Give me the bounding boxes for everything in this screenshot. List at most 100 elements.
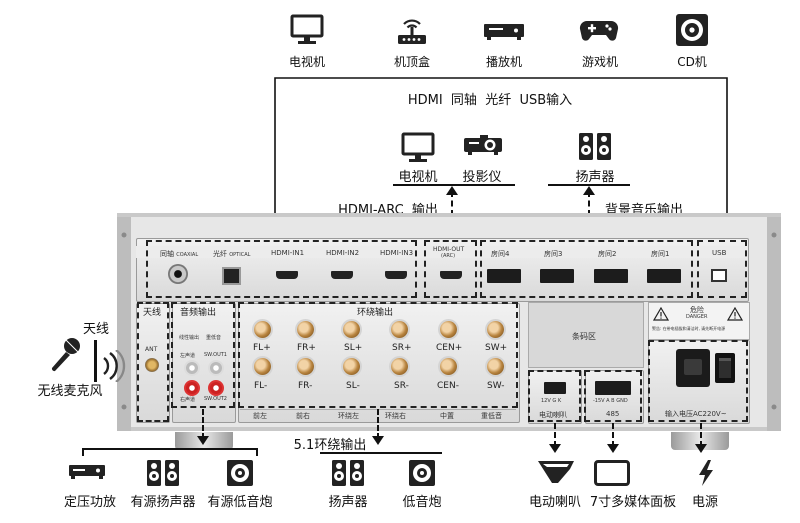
hdmi-in1-port[interactable] bbox=[276, 271, 298, 279]
label-fl-plus: FL+ bbox=[253, 343, 271, 353]
name-surround-left: 环绕左 bbox=[338, 412, 359, 420]
bottom-label-speaker: 扬声器 bbox=[328, 495, 368, 510]
coax-label: 同轴 COAXIAL bbox=[160, 250, 199, 258]
post-sw-plus[interactable] bbox=[487, 321, 504, 338]
warning-label bbox=[648, 302, 750, 340]
warning-triangle-icon bbox=[727, 307, 743, 321]
hdmi-out-label: HDMI-OUT bbox=[433, 246, 465, 253]
amplifier-icon bbox=[69, 465, 105, 479]
room2-terminal[interactable] bbox=[594, 269, 628, 283]
post-fr-plus[interactable] bbox=[297, 321, 314, 338]
output-label-speaker: 扬声器 bbox=[575, 170, 615, 185]
subwoofer-icon bbox=[409, 460, 435, 486]
post-sw-minus[interactable] bbox=[487, 358, 504, 375]
audio-sub-sw: 重低音 bbox=[206, 335, 222, 341]
usb-box bbox=[697, 240, 747, 298]
bottom-label-horn: 电动喇叭 bbox=[528, 495, 581, 510]
name-center: 中置 bbox=[440, 412, 454, 420]
horn-icon bbox=[538, 461, 574, 483]
horn-box-label: 电动喇叭 bbox=[539, 411, 567, 419]
label-sr-minus: SR- bbox=[394, 381, 409, 391]
input-group-box bbox=[146, 240, 417, 298]
source-label-cd: CD机 bbox=[677, 55, 707, 69]
hdmi-out-port[interactable] bbox=[440, 271, 462, 279]
room1-label: 房间1 bbox=[651, 250, 670, 258]
rs485-arrow bbox=[612, 423, 614, 447]
rca-right[interactable] bbox=[184, 380, 200, 396]
hdmi-in3-port[interactable] bbox=[385, 271, 407, 279]
source-label-settop: 机顶盒 bbox=[393, 55, 430, 69]
name-front-left: 前左 bbox=[253, 412, 267, 420]
label-cen-plus: CEN+ bbox=[436, 343, 463, 353]
surround-caption: 5.1环绕输出 bbox=[293, 438, 367, 453]
label-fr-minus: FR- bbox=[298, 381, 313, 391]
audio-out-bracket-l bbox=[82, 448, 84, 456]
top-label-row bbox=[136, 246, 747, 258]
rs485-arrowhead bbox=[607, 444, 619, 453]
hdmi-out-arc-label: (ARC) bbox=[441, 253, 456, 259]
audio-sub-swout2: SW.OUT2 bbox=[204, 396, 227, 402]
rca-sw1[interactable] bbox=[208, 360, 224, 376]
power-arrow bbox=[700, 423, 702, 447]
optical-label: 光纤 OPTICAL bbox=[213, 250, 251, 258]
room3-label: 房间3 bbox=[544, 250, 563, 258]
antenna-box-label: 天线 bbox=[143, 308, 162, 318]
audio-out-arrow bbox=[202, 409, 204, 439]
barcode-label: 条码区 bbox=[572, 332, 596, 341]
post-sl-minus[interactable] bbox=[343, 358, 360, 375]
usb-port[interactable] bbox=[711, 269, 727, 282]
warning-text: 警告: 在带电插拔和清洁时, 请先断开电源 bbox=[652, 326, 726, 331]
label-sw-plus: SW+ bbox=[485, 343, 508, 353]
power-box-label: 输入电压AC220V~ bbox=[665, 410, 727, 418]
audio-out-label: 音频输出 bbox=[180, 308, 217, 318]
label-sl-minus: SL- bbox=[346, 381, 360, 391]
source-label-player: 播放机 bbox=[485, 55, 522, 69]
player-icon bbox=[484, 24, 524, 40]
router-icon bbox=[398, 19, 426, 44]
horn-terminal[interactable] bbox=[544, 382, 566, 394]
rca-left[interactable] bbox=[184, 360, 200, 376]
post-sl-plus[interactable] bbox=[343, 321, 360, 338]
projector-icon bbox=[464, 135, 502, 155]
hdmi-in2-port[interactable] bbox=[331, 271, 353, 279]
post-sr-plus[interactable] bbox=[391, 321, 408, 338]
rs485-terminal[interactable] bbox=[595, 381, 631, 395]
warning-triangle-icon bbox=[653, 307, 669, 321]
room1-terminal[interactable] bbox=[647, 269, 681, 283]
post-fl-plus[interactable] bbox=[254, 321, 271, 338]
rca-sw2[interactable] bbox=[208, 380, 224, 396]
post-sr-minus[interactable] bbox=[391, 358, 408, 375]
post-fr-minus[interactable] bbox=[297, 358, 314, 375]
power-arrowhead bbox=[695, 444, 707, 453]
ant-label: ANT bbox=[145, 346, 158, 353]
post-fl-minus[interactable] bbox=[254, 358, 271, 375]
label-sw-minus: SW- bbox=[487, 381, 505, 391]
output-label-projector: 投影仪 bbox=[462, 170, 502, 185]
post-cen-plus[interactable] bbox=[440, 321, 457, 338]
label-sl-plus: SL+ bbox=[344, 343, 363, 353]
antenna-divider bbox=[94, 340, 97, 382]
warning-en: DANGER bbox=[686, 314, 708, 320]
tv-icon bbox=[290, 14, 324, 44]
hdmi-in1-label: HDMI-IN1 bbox=[271, 249, 305, 257]
barcode-area bbox=[528, 302, 644, 368]
room4-terminal[interactable] bbox=[487, 269, 521, 283]
rs485-box bbox=[584, 370, 642, 422]
label-fr-plus: FR+ bbox=[297, 343, 316, 353]
ant-port[interactable] bbox=[145, 358, 159, 372]
surround-arrow bbox=[377, 409, 379, 439]
coax-port[interactable] bbox=[168, 264, 188, 284]
hdmi-out-arrowhead bbox=[446, 186, 458, 195]
power-switch-rocker bbox=[719, 358, 731, 378]
power-inlet-slots bbox=[684, 359, 702, 375]
room3-terminal[interactable] bbox=[540, 269, 574, 283]
source-label-console: 游戏机 bbox=[581, 55, 618, 69]
optical-port[interactable] bbox=[222, 267, 241, 285]
source-label-tv: 电视机 bbox=[288, 55, 325, 69]
name-surround-right: 环绕右 bbox=[385, 412, 406, 420]
audio-sub-left: 左声道 bbox=[180, 353, 196, 359]
speaker-icon bbox=[147, 460, 179, 486]
source-caption: HDMI 同轴 光纤 USB输入 bbox=[407, 93, 573, 108]
post-cen-minus[interactable] bbox=[440, 358, 457, 375]
bgmusic-arrowhead bbox=[583, 186, 595, 195]
